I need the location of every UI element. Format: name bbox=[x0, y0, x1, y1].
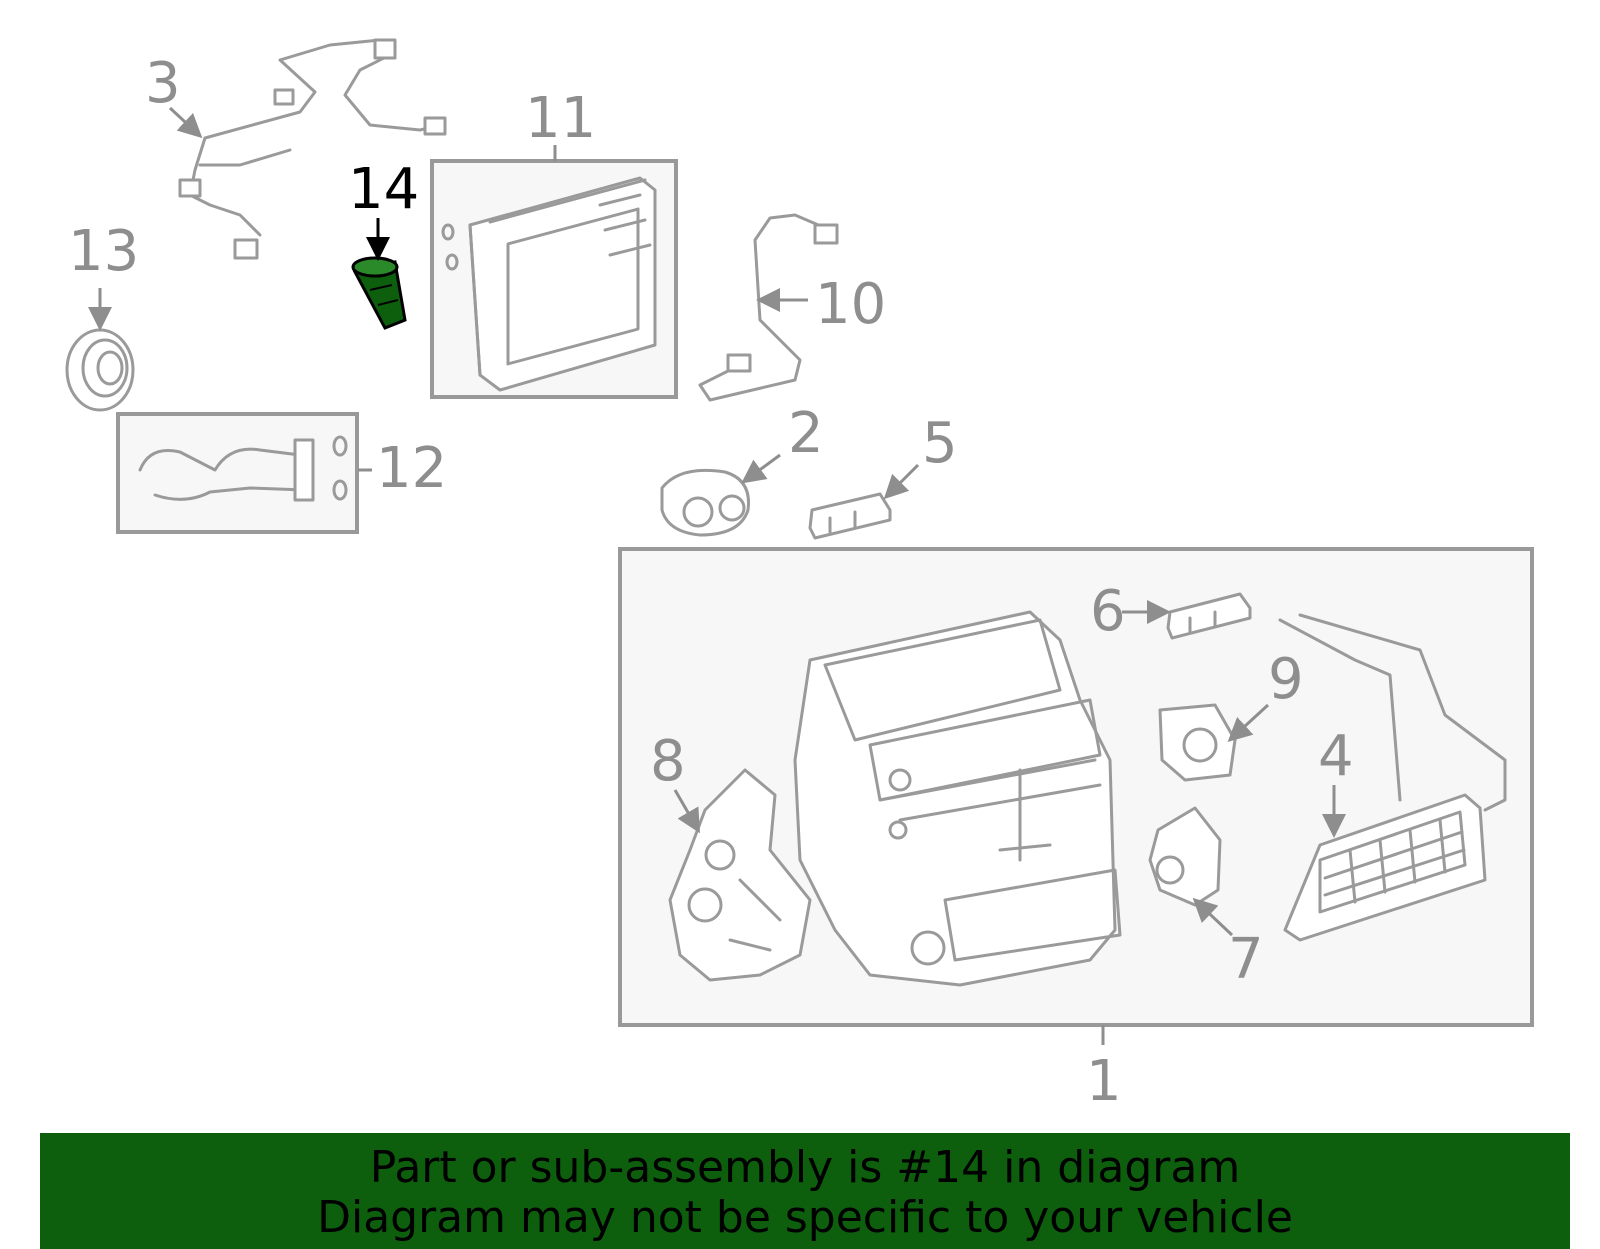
pipe-part-12[interactable] bbox=[138, 435, 348, 502]
sensor-part-14-highlighted[interactable] bbox=[351, 256, 407, 330]
pipe-box bbox=[116, 412, 359, 534]
seal-part-2[interactable] bbox=[660, 468, 751, 537]
parts-diagram: 3 13 14 11 10 bbox=[65, 38, 1534, 1114]
actuator-part-9[interactable] bbox=[1158, 703, 1237, 782]
callout-2: 2 bbox=[788, 401, 824, 466]
evaporator-part-11[interactable] bbox=[441, 176, 657, 392]
callout-3: 3 bbox=[145, 51, 181, 116]
callout-9: 9 bbox=[1268, 647, 1304, 712]
callout-10: 10 bbox=[815, 272, 886, 337]
info-banner: Part or sub-assembly is #14 in diagram D… bbox=[40, 1133, 1570, 1249]
banner-line-1: Part or sub-assembly is #14 in diagram bbox=[369, 1142, 1241, 1193]
bracket-part-6[interactable] bbox=[1166, 592, 1252, 640]
callout-11: 11 bbox=[525, 86, 596, 151]
banner-line-2: Diagram may not be specific to your vehi… bbox=[317, 1192, 1293, 1243]
grommet-part-13[interactable] bbox=[65, 328, 135, 412]
callout-8: 8 bbox=[650, 729, 686, 794]
cover-part-8[interactable] bbox=[668, 768, 812, 982]
motor-part-7[interactable] bbox=[1148, 806, 1222, 907]
callout-14: 14 bbox=[348, 157, 419, 222]
wire-harness-part-3[interactable] bbox=[178, 38, 447, 260]
callout-7: 7 bbox=[1228, 927, 1264, 992]
heater-core-part-4[interactable] bbox=[1278, 613, 1507, 942]
heater-case-part-1[interactable] bbox=[793, 610, 1122, 987]
callout-6: 6 bbox=[1090, 579, 1126, 644]
callout-4: 4 bbox=[1318, 724, 1354, 789]
callout-13: 13 bbox=[68, 219, 139, 284]
callout-12: 12 bbox=[376, 436, 447, 501]
callout-5: 5 bbox=[922, 411, 958, 476]
wire-part-10[interactable] bbox=[698, 213, 839, 402]
bracket-part-5[interactable] bbox=[808, 492, 892, 540]
callout-1: 1 bbox=[1086, 1049, 1122, 1114]
